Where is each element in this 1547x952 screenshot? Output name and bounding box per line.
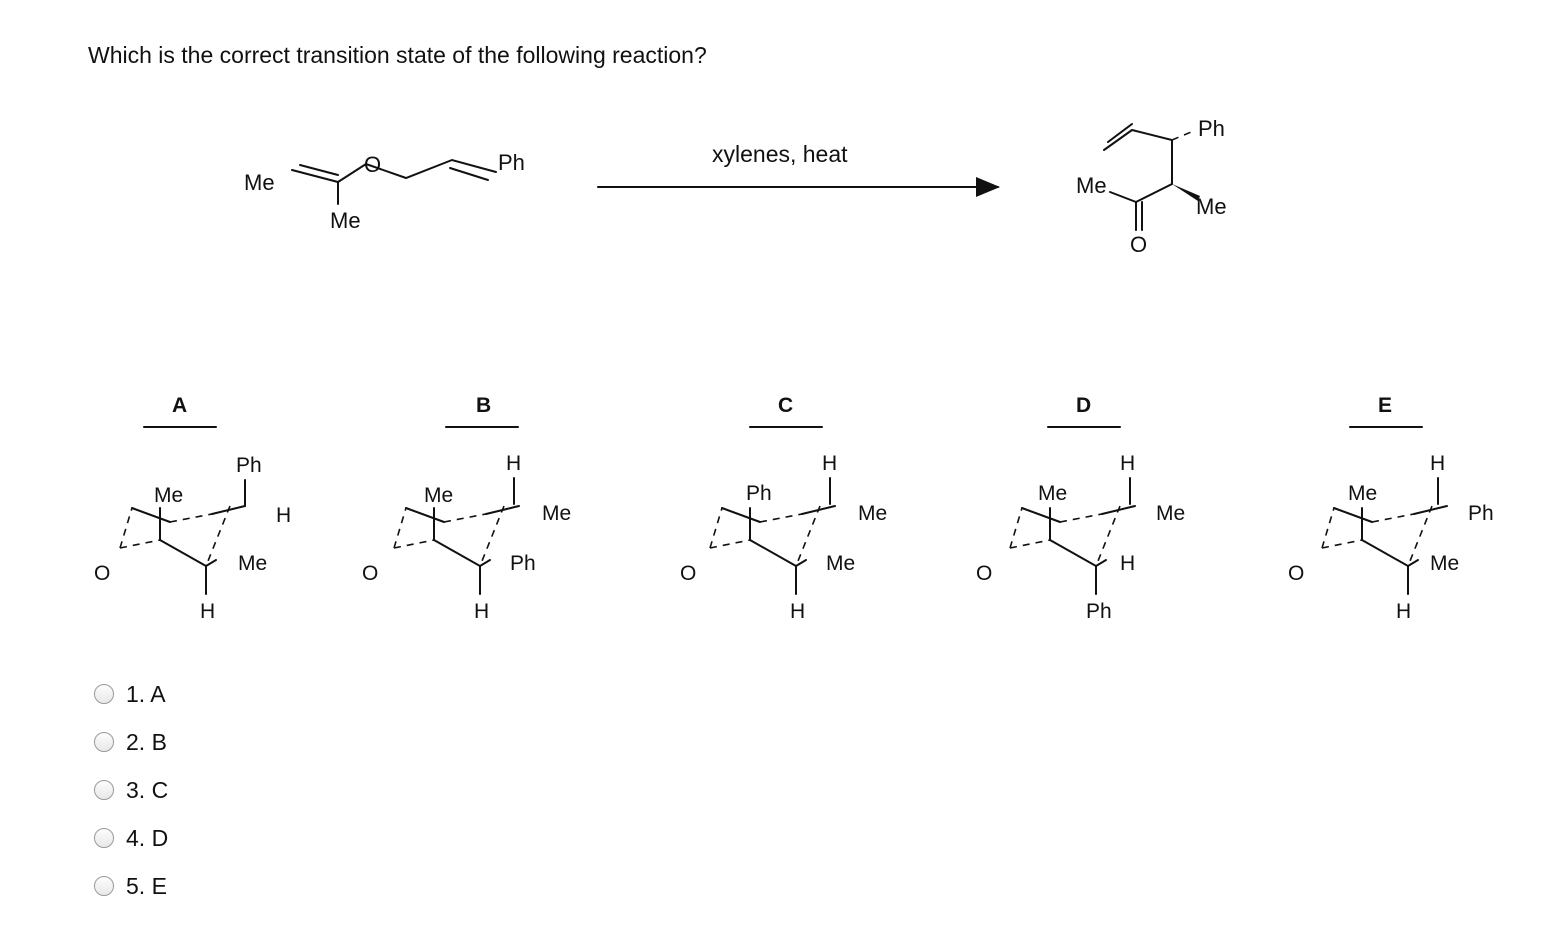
radio-button[interactable] (94, 684, 114, 704)
choice-3[interactable]: 3. C (94, 766, 168, 814)
reactant-me-bottom: Me (330, 208, 361, 233)
choice-label: 2. B (126, 728, 167, 755)
ts-e-top2: Ph (1468, 502, 1494, 525)
ts-b-oxygen: O (362, 562, 378, 585)
transition-state-e: E Me H Ph Me H O (1288, 394, 1494, 623)
ts-e-top1: H (1430, 452, 1445, 475)
reaction-conditions: xylenes, heat (712, 141, 848, 167)
ts-b-top1: H (506, 452, 521, 475)
ts-a-top1: Ph (236, 454, 262, 477)
ts-b-label: B (476, 394, 491, 417)
transition-state-d: D Me H Me H Ph O (976, 394, 1185, 623)
product-me-right: Me (1196, 194, 1227, 219)
ts-e-oxygen: O (1288, 562, 1304, 585)
ts-c-top2: Me (858, 502, 887, 525)
ts-c-oxygen: O (680, 562, 696, 585)
ts-d-label: D (1076, 394, 1091, 417)
ts-a-top2: H (276, 504, 291, 527)
ts-a-bottom: H (200, 600, 215, 623)
product-ph: Ph (1198, 116, 1225, 141)
ts-b-ring-atom: Me (424, 484, 453, 507)
answer-choices: 1. A 2. B 3. C 4. D 5. E (94, 670, 168, 910)
ts-e-bottom: H (1396, 600, 1411, 623)
choice-label: 3. C (126, 776, 169, 803)
ts-a-label: A (172, 394, 187, 417)
radio-button[interactable] (94, 828, 114, 848)
product-oxygen: O (1130, 232, 1147, 257)
ts-c-label: C (778, 394, 793, 417)
transition-state-a: A Me Ph H Me H O (94, 394, 291, 623)
ts-d-top1: H (1120, 452, 1135, 475)
ts-a-mid: Me (238, 552, 267, 575)
radio-button[interactable] (94, 780, 114, 800)
ts-c-mid: Me (826, 552, 855, 575)
choice-5[interactable]: 5. E (94, 862, 168, 910)
transition-state-c: C Ph H Me Me H O (680, 394, 887, 623)
ts-c-bottom: H (790, 600, 805, 623)
ts-a-oxygen: O (94, 562, 110, 585)
transition-state-b: B Me H Me Ph H O (362, 394, 571, 623)
ts-e-ring-atom: Me (1348, 482, 1377, 505)
question-text: Which is the correct transition state of… (88, 42, 707, 68)
reactant-oxygen: O (364, 152, 381, 177)
choice-4[interactable]: 4. D (94, 814, 168, 862)
product-structure: Ph Me Me O (1076, 116, 1227, 257)
ts-b-bottom: H (474, 600, 489, 623)
ts-d-oxygen: O (976, 562, 992, 585)
ts-e-mid: Me (1430, 552, 1459, 575)
choice-1[interactable]: 1. A (94, 670, 168, 718)
ts-b-mid: Ph (510, 552, 536, 575)
reactant-me-left: Me (244, 170, 275, 195)
product-me-left: Me (1076, 173, 1107, 198)
radio-button[interactable] (94, 732, 114, 752)
ts-d-ring-atom: Me (1038, 482, 1067, 505)
choice-2[interactable]: 2. B (94, 718, 168, 766)
ts-d-bottom: Ph (1086, 600, 1112, 623)
ts-e-label: E (1378, 394, 1392, 417)
choice-label: 1. A (126, 680, 166, 707)
ts-d-top2: Me (1156, 502, 1185, 525)
reactant-structure: Me Me O Ph (244, 150, 525, 233)
ts-c-top1: H (822, 452, 837, 475)
ts-a-ring-atom: Me (154, 484, 183, 507)
radio-button[interactable] (94, 876, 114, 896)
reactant-ph: Ph (498, 150, 525, 175)
ts-c-ring-atom: Ph (746, 482, 772, 505)
ts-b-top2: Me (542, 502, 571, 525)
choice-label: 5. E (126, 872, 167, 899)
choice-label: 4. D (126, 824, 169, 851)
ts-d-mid: H (1120, 552, 1135, 575)
